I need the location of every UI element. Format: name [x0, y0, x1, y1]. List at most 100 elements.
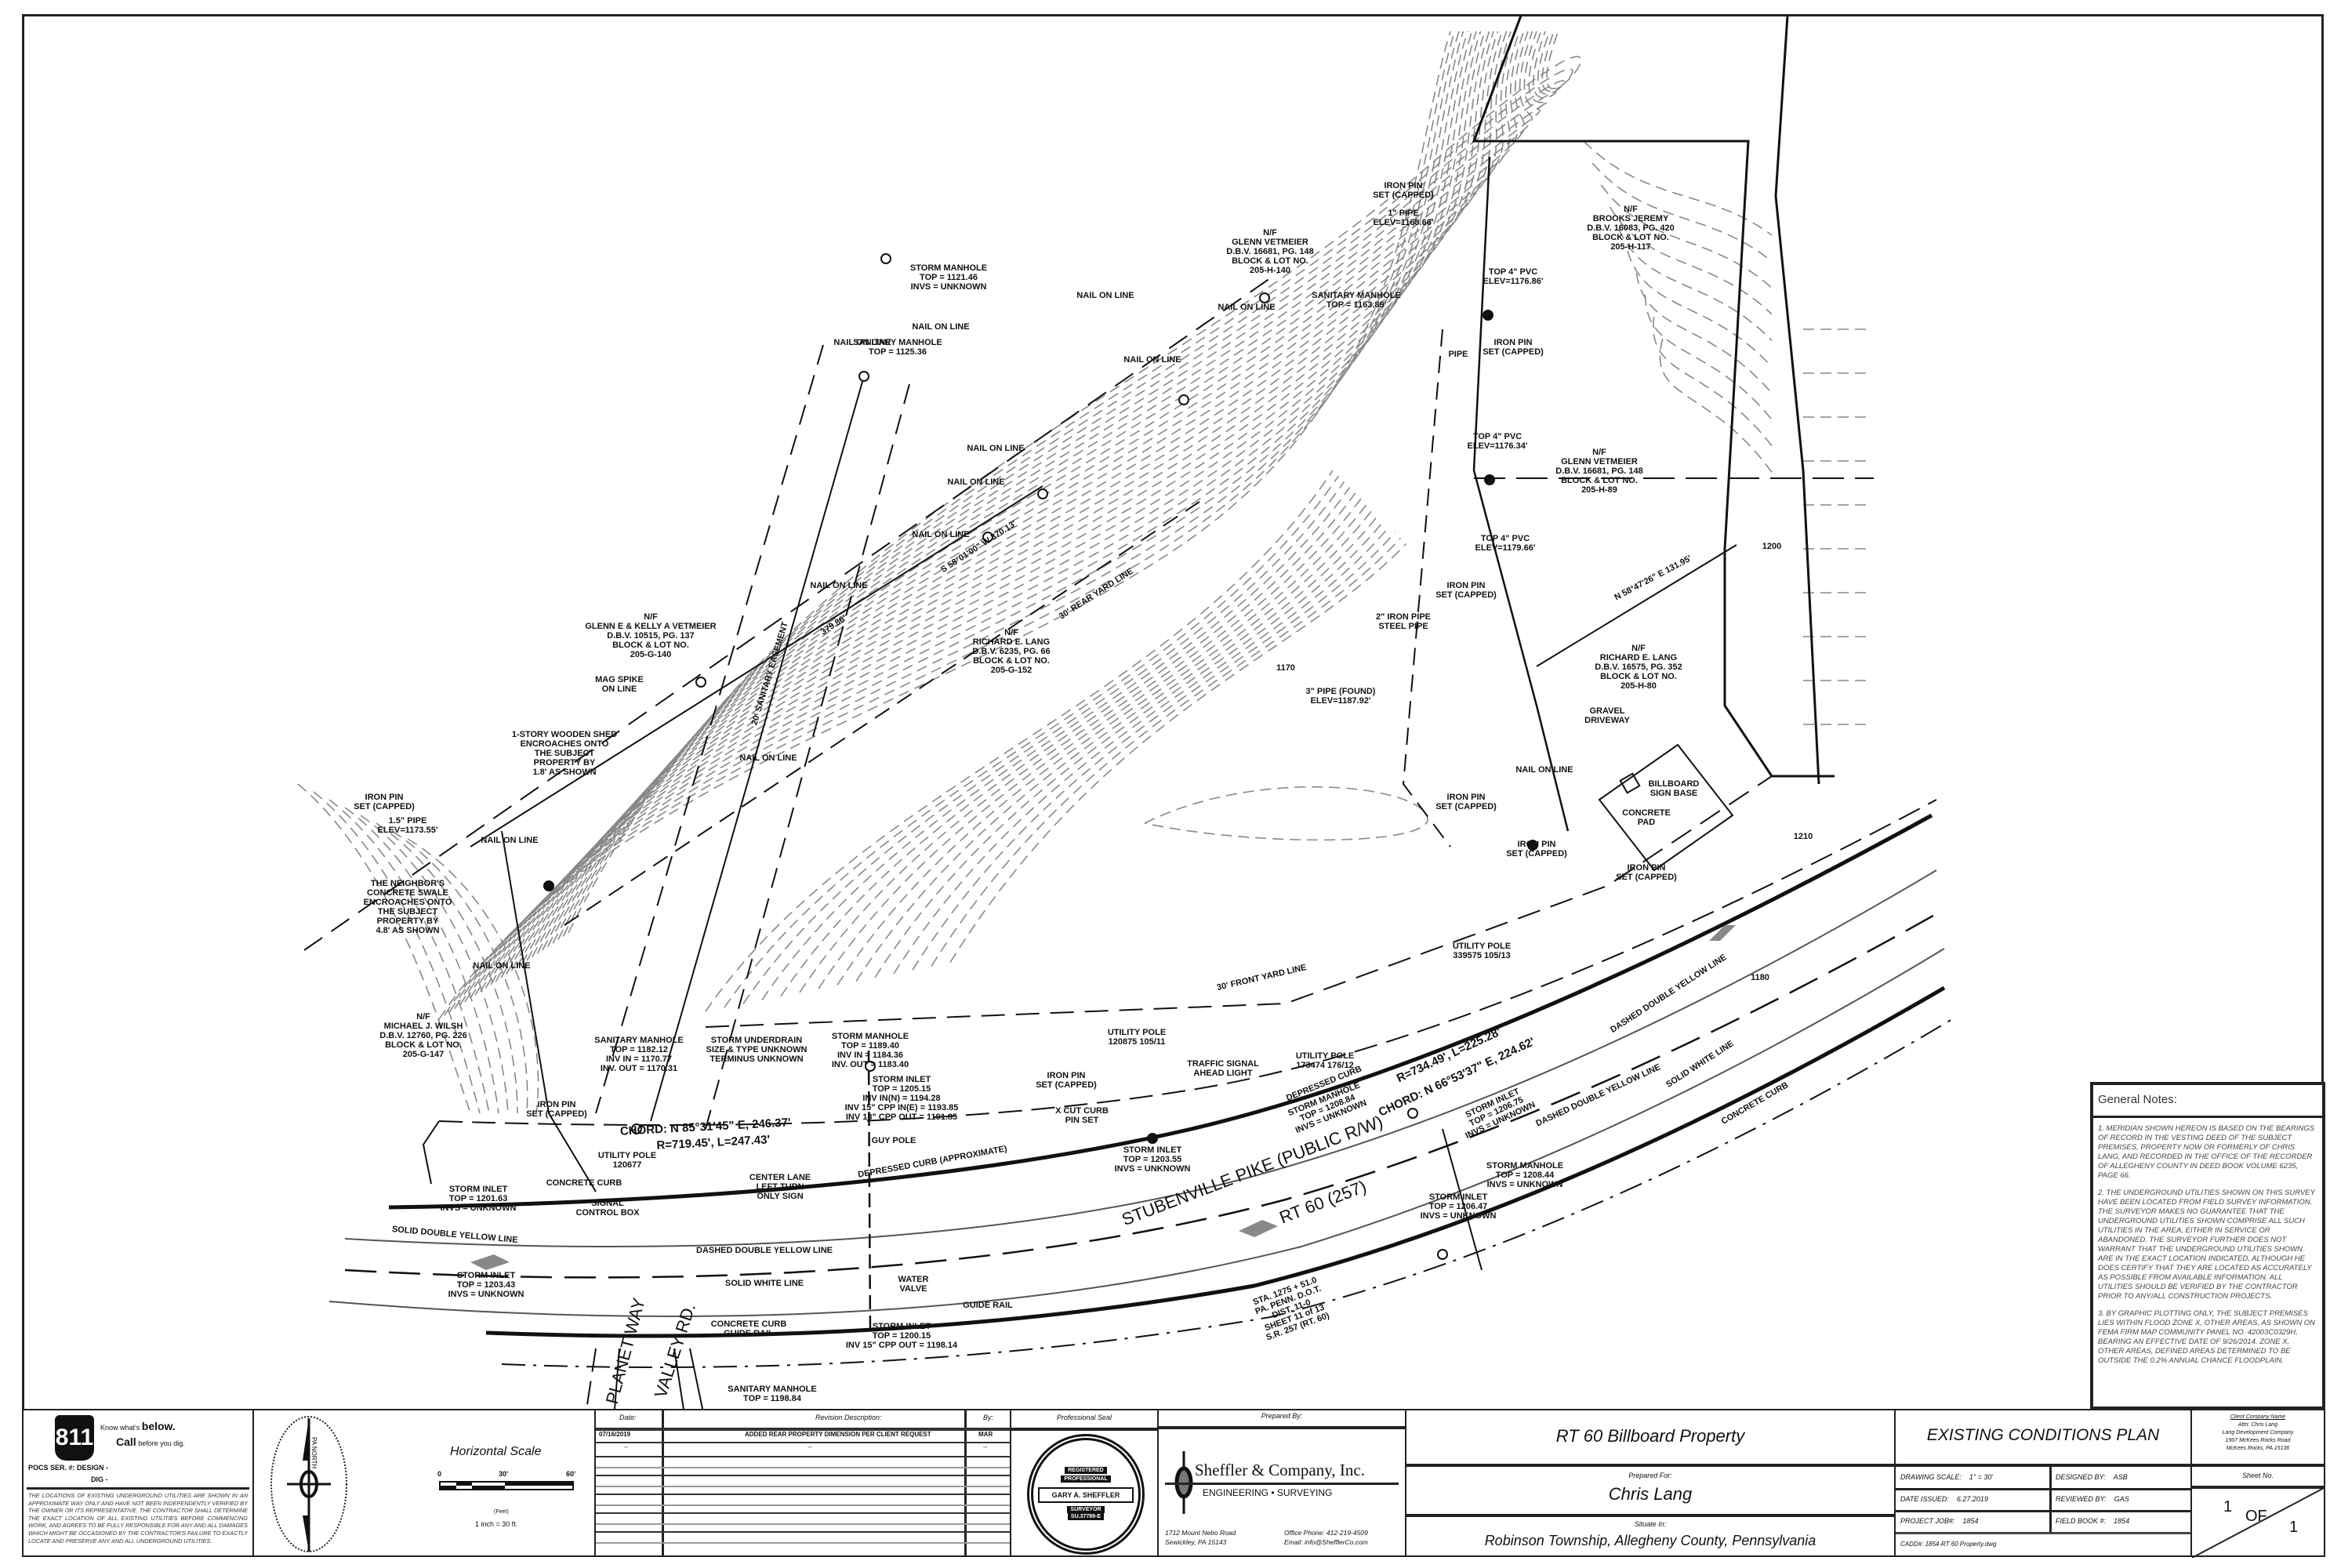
south-right-of-way — [501, 1018, 1953, 1368]
contour-line — [376, 822, 518, 1114]
label-line: DASHED DOUBLE YELLOW LINE — [696, 1246, 833, 1255]
contour-line — [516, 31, 1516, 968]
property-and-road-lines — [303, 15, 1953, 1553]
label-nail-12: NAIL ON LINE — [473, 961, 530, 971]
label-line: N/F — [1592, 448, 1606, 457]
label-line: PIN SET — [1065, 1116, 1099, 1125]
label-line: 1" PIPE — [1388, 209, 1418, 218]
label-line: VALVE — [899, 1284, 927, 1294]
label-line: IRON PIN — [1494, 338, 1533, 347]
label-line: UTILITY POLE — [598, 1151, 656, 1160]
label-line: TOP = 1189.40 — [841, 1041, 899, 1051]
general-notes: General Notes: 1. MERIDIAN SHOWN HEREON … — [2090, 1082, 2325, 1410]
client-attn: Attn: Chris Lang — [2237, 1422, 2278, 1428]
label-line: INV. OUT = 1183.40 — [832, 1060, 909, 1069]
label-line: 205-H-140 — [1250, 266, 1290, 275]
label-guy-pole: GUY POLE — [872, 1136, 916, 1145]
revision-description-header: Revision Description: — [815, 1414, 882, 1421]
label-line: NAIL ON LINE — [481, 836, 538, 845]
label-line: TERMINUS UNKNOWN — [710, 1054, 803, 1064]
label-line: ELEV=1187.92' — [1311, 696, 1371, 706]
revision-row: -- -- -- — [596, 1443, 1010, 1454]
label-line: LEFT TURN — [756, 1182, 804, 1192]
scale-tick: 30' — [499, 1470, 509, 1478]
label-line: BLOCK & LOT NO. — [1600, 672, 1677, 681]
seal-text: REGISTERED — [1065, 1467, 1107, 1474]
label-line: TOP 4" PVC — [1473, 432, 1522, 441]
label-line: 1.5" PIPE — [389, 816, 427, 826]
drawing-scale-value: 1" = 30' — [1969, 1473, 1994, 1481]
label-line: ELEV=1179.66' — [1475, 543, 1536, 553]
label-line: N/F — [1263, 228, 1277, 238]
revision-date: 07/16/2019 — [599, 1431, 631, 1438]
project-job-value: 1854 — [1962, 1517, 1979, 1525]
label-line: IRON PIN — [1047, 1071, 1086, 1080]
north-arrow-icon: PA NORTH — [270, 1416, 347, 1552]
storm-line — [867, 1050, 872, 1334]
contour-line — [1653, 316, 1773, 447]
situate-label: Situate In: — [1634, 1520, 1667, 1528]
label-line: SET (CAPPED) — [1616, 873, 1677, 882]
label-line: NAIL ON LINE — [739, 753, 797, 763]
date-issued-label: DATE ISSUED: — [1900, 1495, 1949, 1503]
label-line: TOP = 1182.12 — [610, 1045, 668, 1054]
contour-line — [313, 791, 481, 1114]
reviewed-by-label: REVIEWED BY: — [2056, 1495, 2107, 1503]
label-line: STORM INLET — [873, 1322, 931, 1331]
label-line: TOP = 1163.89' — [1327, 300, 1387, 310]
label-line: THE SUBJECT — [378, 907, 438, 916]
sanitary-line — [650, 376, 865, 1122]
label-line: STORM MANHOLE — [832, 1032, 909, 1041]
label-line: GRAVEL — [1589, 706, 1624, 716]
label-line: AHEAD LIGHT — [1193, 1069, 1252, 1078]
label-line: TOP = 1200.15 — [873, 1331, 931, 1341]
contour-line — [542, 31, 1541, 951]
label-line: 4.8' AS SHOWN — [376, 926, 439, 935]
tagline-big: Call — [116, 1436, 136, 1448]
label-line: SET (CAPPED) — [1483, 347, 1544, 357]
contour-line — [526, 31, 1525, 961]
scale-title: Horizontal Scale — [450, 1445, 542, 1458]
label-line: 205-H-89 — [1581, 485, 1617, 495]
label-line: TOP = 1205.15 — [873, 1084, 931, 1094]
pocs-serial: POCS SER. #: DESIGN - — [28, 1464, 109, 1472]
company-email[interactable]: Email: info@ShefflerCo.com — [1284, 1538, 1368, 1546]
label-line: INV 15" CPP OUT = 1198.14 — [846, 1341, 958, 1350]
label-line: UTILITY POLE — [1108, 1028, 1166, 1037]
label-line: 205-G-140 — [630, 650, 672, 659]
label-line: SOLID WHITE LINE — [725, 1279, 804, 1288]
label-line: SET (CAPPED) — [1435, 802, 1497, 811]
label-line: TOP = 1203.43 — [457, 1280, 516, 1290]
contour-line — [407, 838, 539, 1114]
label-line: SET (CAPPED) — [526, 1109, 587, 1119]
seal-header: Professional Seal — [1056, 1414, 1112, 1421]
contour-line — [510, 31, 1512, 971]
field-book-value: 1854 — [2114, 1517, 2130, 1525]
label-line: TOP 4" PVC — [1489, 267, 1537, 277]
label-line: 1200 — [1762, 542, 1781, 551]
company-phone: Office Phone: 412-219-4509 — [1284, 1529, 1368, 1537]
label-line: D.B.V. 16575, PG. 352 — [1595, 662, 1682, 672]
label-line: IRON PIN — [365, 793, 404, 802]
label-line: NAIL ON LINE — [947, 477, 1004, 487]
label-line: 205-H-117 — [1610, 242, 1650, 252]
label-line: MAG SPIKE — [595, 675, 644, 684]
label-line: SET (CAPPED) — [1036, 1080, 1097, 1090]
reviewed-by-value: GAS — [2114, 1495, 2129, 1503]
sanitary-easement-line-2 — [705, 383, 910, 1130]
tagline-small: Know what's — [100, 1424, 140, 1432]
label-line: 1180 — [1751, 973, 1769, 982]
tagline-small: before you dig. — [138, 1439, 185, 1447]
contour-line — [448, 31, 1460, 1013]
label-line: D.B.V. 10515, PG. 137 — [607, 631, 695, 641]
